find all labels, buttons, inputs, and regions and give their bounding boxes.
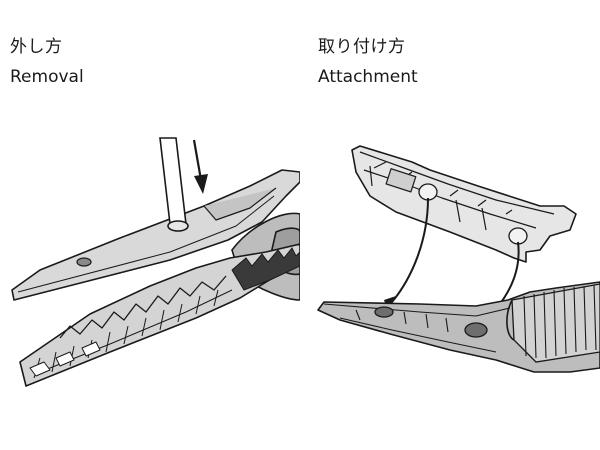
removal-title-en: Removal [10,67,84,87]
upper-jaw-hole [76,257,92,267]
attachment-panel: 取り付け方 Attachment [300,0,600,450]
attachment-piece [351,145,577,263]
removal-illustration [11,137,300,387]
attachment-title-en: Attachment [318,67,418,87]
push-arrow-icon [192,139,208,194]
plier-upper-jaw [11,169,300,301]
attachment-illustration [317,145,600,373]
plier-handle-grip [506,283,600,363]
attachment-title-jp: 取り付け方 [318,37,406,57]
attachment-peg-2 [508,227,528,245]
mount-hole-2 [464,322,488,338]
plier-lower-jaw [19,243,300,387]
screwdriver [159,137,189,232]
removal-panel: 外し方 Removal [10,37,300,387]
removal-title-jp: 外し方 [10,37,63,57]
mount-hole-1 [374,306,394,318]
plier-serration [231,247,300,291]
attachment-peg-1 [418,183,438,201]
